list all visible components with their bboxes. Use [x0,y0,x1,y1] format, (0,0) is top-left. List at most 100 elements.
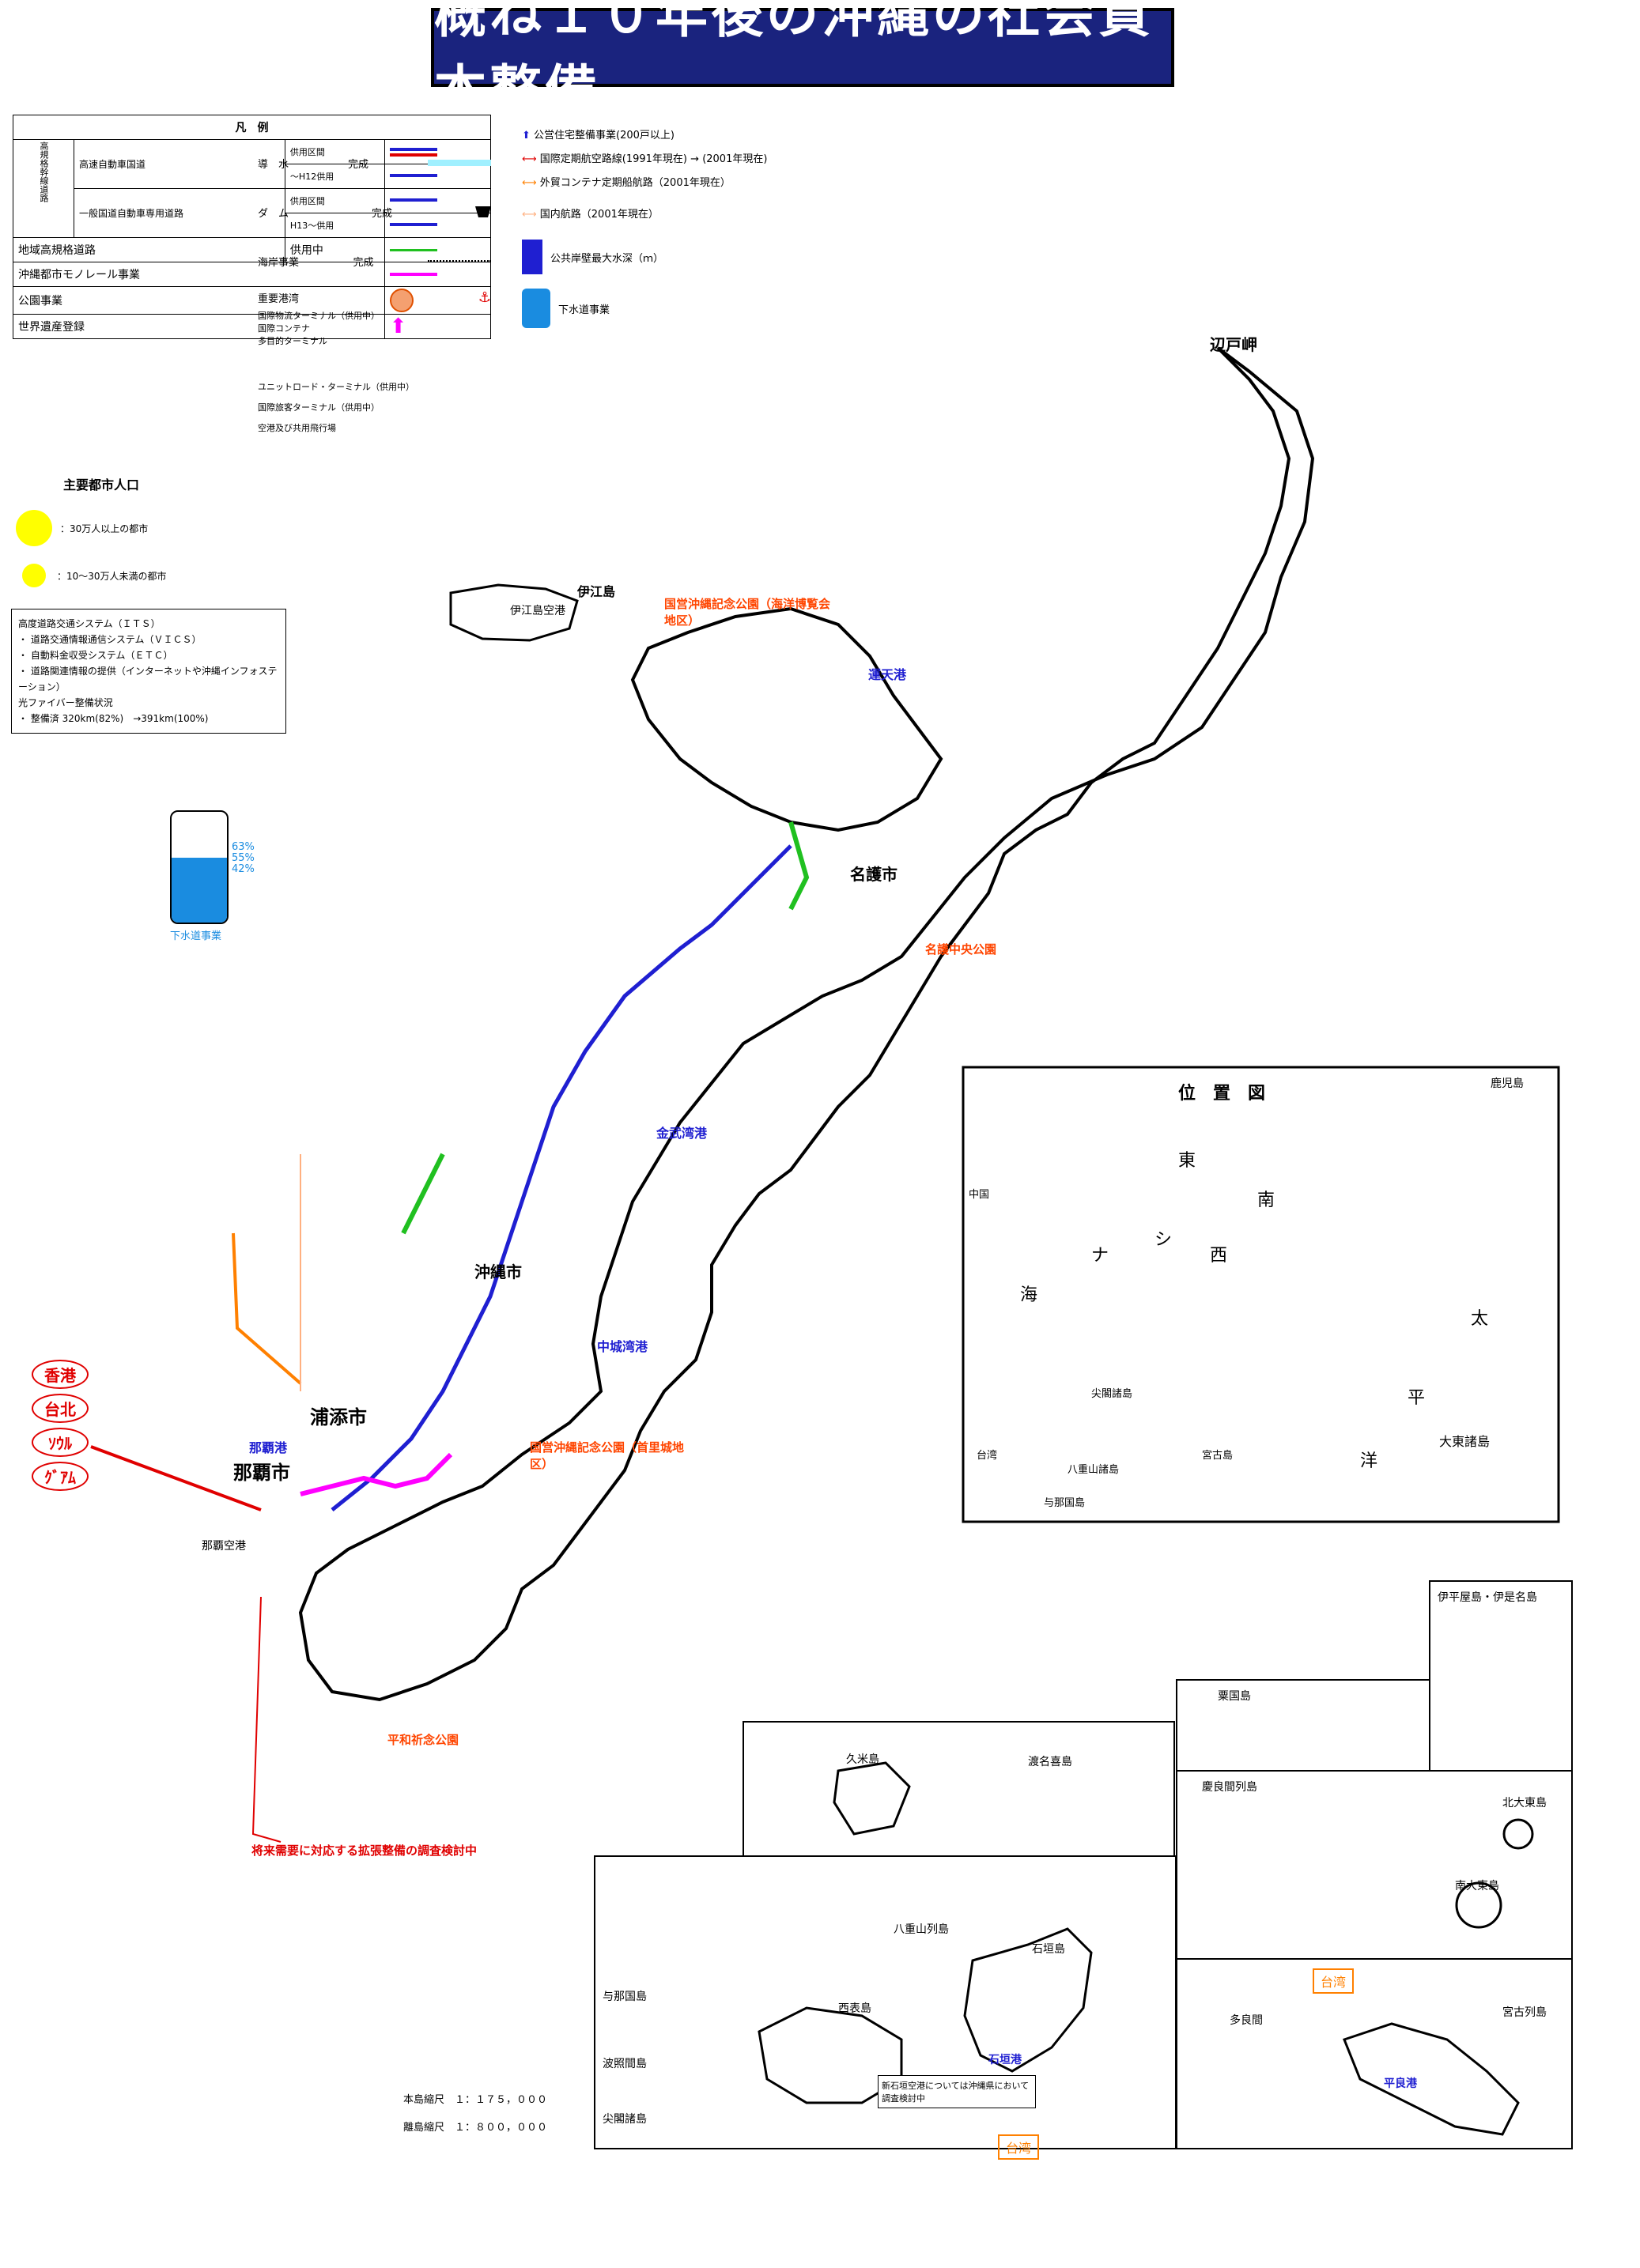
label-park-shuri: 国営沖縄記念公園（首里城地区） [530,1440,685,1471]
monorail-route [300,1452,453,1496]
its-panel: 高度道路交通システム（ＩＴＳ） ・ 道路交通情報通信システム（ＶＩＣＳ） ・ 自… [11,609,286,734]
label-minamidaito: 南大東島 [1455,1880,1499,1893]
minamidaito-island [1455,1881,1502,1929]
legend-dam: ダ ム [258,207,289,220]
domestic-route-icon: ⟷ [522,209,537,221]
sewer-tank: 63% 55% 42% 下水道事業 [170,810,255,942]
general-line-2 [389,222,437,228]
expressway-route [331,844,792,1511]
loc-label-miyako: 宮古島 [1202,1450,1234,1462]
legend-air-route-2001: (2001年現在) [702,153,768,165]
its-fiber: 光ファイバー整備状況 [18,697,113,708]
legend-housing: 公営住宅整備事業(200戸以上) [534,130,675,142]
label-senkaku: 尖閣諸島 [603,2113,647,2126]
legend-done-1: 完成 [348,158,369,171]
kerama-frame [1176,1770,1573,1961]
legend-coast: 海岸事業 [258,256,300,269]
label-ie-airport: 伊江島空港 [510,605,565,617]
international-air-route [90,1445,262,1511]
loc-label-taiwan: 台湾 [977,1450,998,1462]
label-iheya: 伊平屋島・伊是名島 [1438,1591,1537,1604]
label-future: 将来需要に対応する拡張整備の調査検討中 [251,1843,478,1858]
scale-islands: 離島縮尺 １：８００，０００ [403,2122,548,2134]
loc-label-kagoshima: 鹿児島 [1491,1077,1524,1090]
water-supply-line [428,160,491,166]
loc-label-hei: 平 [1408,1388,1426,1408]
its-item-3-text: 道路関連情報の提供（インターネットや沖縄インフォステーション） [18,666,278,692]
legend-road-right-1: 〜H12供用 [284,164,385,189]
label-peace-park: 平和祈念公園 [387,1733,459,1747]
legend-domestic-route: 国内航路（2001年現在） [539,209,659,221]
loc-label-daito: 大東諸島 [1439,1434,1491,1449]
loc-label-you: 洋 [1360,1451,1378,1471]
label-ishigaki-port: 石垣港 [988,2054,1022,2066]
sewer-tank-fill [172,858,227,923]
iheya-frame [1429,1580,1573,1772]
location-map-title: 位 置 図 [1178,1084,1266,1104]
sewer-value-1: 63% [232,841,255,853]
its-item-1: ・ 道路交通情報通信システム（ＶＩＣＳ） [18,634,202,645]
right-legend: ⬆ 公営住宅整備事業(200戸以上) ⟷ 国際定期航空路線(1991年現在) →… [522,126,838,332]
label-kume: 久米島 [846,1753,879,1766]
label-naha: 那覇市 [233,1462,290,1484]
label-unten-port: 運天港 [868,667,907,682]
label-new-ishigaki-note: 新石垣空港については沖縄県において調査検討中 [878,2075,1036,2108]
label-hateruma: 波照間島 [603,2058,647,2070]
expressway-line [389,147,437,157]
label-ishigaki: 石垣島 [1032,1943,1065,1956]
label-yaeyama: 八重山列島 [894,1923,949,1936]
overseas-taipei: 台北 [32,1394,89,1423]
label-nakagusuku-port: 中城湾港 [597,1339,648,1354]
legend-road-group: 高規格幹線道路 [13,139,74,238]
label-kin-port: 金武湾港 [656,1126,708,1141]
kume-island [833,1761,911,1836]
regional-route [788,821,810,911]
label-miyako: 宮古列島 [1502,2006,1547,2019]
dam-icon [475,206,491,217]
population-title: 主要都市人口 [63,477,140,492]
label-park-marine: 国営沖縄記念公園（海洋博覧会地区） [664,597,831,628]
air-route-icon: ⟷ [522,153,537,165]
label-hirara-port: 平良港 [1384,2077,1417,2090]
heritage-icon: ⬆ [389,315,407,338]
monorail-line [389,273,437,276]
legend-multipurpose: 多目的ターミナル [258,336,327,346]
legend-air-route: 国際定期航空路線(1991年現在) [539,153,688,165]
loc-label-tai: 太 [1471,1309,1489,1329]
loc-label-west: 西 [1210,1246,1228,1266]
general-line [389,198,437,204]
label-okinawa: 沖縄市 [474,1262,522,1281]
loc-label-china: 中国 [969,1189,990,1201]
its-fiber-value: ・ 整備済 320km(82%) →391km(100%) [18,713,209,724]
legend-done-2: 完成 [372,207,393,220]
label-kitadaito: 北大東島 [1502,1797,1547,1809]
loc-label-east: 東 [1178,1151,1196,1171]
legend-important-port: 重要港湾 [258,292,300,305]
overseas-list: 香港 台北 ｿｳﾙ ｸﾞｱﾑ [32,1360,89,1491]
legend-logistics: 国際物流ターミナル（供用中） [258,311,380,321]
ishigaki-island [963,1927,1093,2073]
label-yonaguni: 与那国島 [603,1991,647,2003]
legend-done-3: 完成 [353,256,374,269]
its-fiber-value-text: 整備済 320km(82%) →391km(100%) [30,713,209,724]
kitadaito-island [1502,1818,1534,1850]
label-naha-airport: 那覇空港 [202,1540,246,1553]
legend-sewer: 下水道事業 [558,304,610,316]
its-item-2: ・ 自動料金収受システム（ＥＴＣ） [18,650,173,661]
legend-airport: 空港及び共用飛行場 [258,423,336,433]
label-nago-park: 名護中央公園 [925,942,997,957]
label-hedo: 辺戸岬 [1210,335,1257,354]
legend-panel: 凡 例 高規格幹線道路 高速自動車国道 供用区間 〜H12供用 一般国道自動車専… [13,115,492,433]
loc-label-shi: シ [1154,1230,1173,1250]
large-city-icon [16,510,52,546]
label-ie: 伊江島 [577,584,616,599]
container-route-arrow [232,1232,302,1385]
legend-depth: 公共岸壁最大水深（ｍ） [550,252,664,265]
its-title: 高度道路交通システム（ＩＴＳ） [18,618,161,629]
expressway-line-2 [389,173,437,179]
loc-label-yaeyama: 八重山諸島 [1068,1464,1120,1476]
legend-container-route: 外貿コンテナ定期船航路（2001年現在） [539,177,731,189]
label-kerama: 慶良間列島 [1202,1781,1257,1794]
housing-icon: ⬆ [522,130,531,142]
